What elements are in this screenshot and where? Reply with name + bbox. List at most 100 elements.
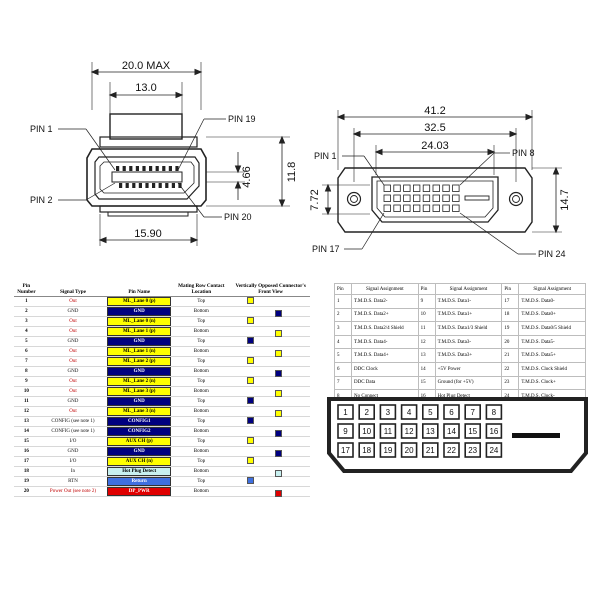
pin-name-cell: ML_Lane 0 (p) [107,296,172,307]
dp-contact [155,166,159,171]
signal-type: Power Out (see note 2) [38,486,108,497]
front-view-cell [231,466,310,477]
dvi-contact [442,194,450,202]
contact-location: Bottom [171,446,232,457]
dp-contact [158,183,162,188]
dvi-signal: T.M.D.S. Data3- [434,334,503,350]
pin-color-swatch [247,337,255,344]
pin-name-cell: ML_Lane 1 (p) [107,326,172,337]
pin-number: 9 [14,376,39,387]
dp-pin2-label: PIN 2 [30,195,53,205]
front-view-cell [231,476,310,487]
dp-contact [125,183,129,188]
contact-location: Bottom [171,426,232,437]
pin-name-cell: AUX CH (n) [107,456,172,467]
dvi-pin-box [400,423,418,439]
contact-location: Top [171,356,232,367]
dvi-contact [422,204,431,212]
dvi-signal: T.M.D.S. Data3+ [434,348,503,363]
pin-name-cell: CONFIG2 [107,426,172,437]
dvi-pin-number-label: 24 [489,446,498,455]
pin-name-cell: Return [107,476,172,487]
pin-color-swatch [247,297,255,304]
dvi-pin-box [443,442,460,458]
pin-color-swatch [247,317,255,324]
dvi-signal: T.M.D.S. Data2/4 Shield [351,321,419,336]
contact-location: Top [171,456,232,467]
dim-body-height: 4.66 [241,166,253,187]
dvi-pin-number-label: 18 [362,446,371,455]
front-view-cell [231,376,310,387]
dvi-contact [452,184,460,192]
dvi-pin-box [379,442,397,458]
dvi-pin8-label: PIN 8 [512,148,535,158]
displayport-drawing: 20.0 MAX 13.0 15.90 4.66 11.8 PIN 1 PIN … [30,60,298,246]
signal-type: GND [38,366,108,377]
dvi-pin-number: 15 [417,375,436,391]
dvi-contact [393,184,401,192]
dvi-pin-number: 12 [417,334,436,350]
pin-name-cell: ML_Lane 1 (n) [107,346,172,357]
dvi-pin-box [422,404,439,420]
pin-color-swatch [275,490,283,497]
dvi-pin-number-label: 22 [447,446,456,455]
dvi-pin-box [443,404,460,420]
dvi-contact [442,204,450,212]
dvi-pin-number: 9 [417,294,436,309]
dvi-pin-number-label: 5 [428,408,433,417]
front-view-cell [231,386,310,397]
dvi-pin-box [485,423,503,439]
contact-location: Top [171,416,232,427]
dvi-contact [422,184,431,192]
dvi-pin-number-label: 19 [383,446,392,455]
dvi-pin-number-label: 3 [386,408,391,417]
pin-number: 18 [14,466,39,477]
dp-contact [165,183,169,188]
dvi-contact [413,194,421,202]
dp-contact [162,166,166,171]
dvi-signal: T.M.D.S. Data1- [434,294,503,309]
dvi-contact [393,194,401,202]
dp-contact [119,183,123,188]
dvi-pin-number: 23 [501,375,520,391]
dvi-pin-number: 18 [501,307,520,323]
header-signal-type: Signal Type [38,282,108,297]
dvi-pin-box [379,404,397,420]
header-signal-assignment: Signal Assignment [518,283,586,295]
dvi-contact [403,184,411,192]
dvi-signal: T.M.D.S. Data0/5 Shield [518,321,586,336]
front-view-cell [231,416,310,427]
pin-name: Hot Plug Detect [107,467,172,476]
contact-location: Bottom [171,386,232,397]
pin-number: 19 [14,476,39,487]
front-view-cell [231,346,310,357]
dim-overall-width: 20.0 MAX [122,60,171,72]
pin-number: 11 [14,396,39,407]
pin-name: GND [107,307,172,316]
pin-name: ML_Lane 3 (p) [107,387,172,396]
dp-contact [145,183,149,188]
header-signal-assignment: Signal Assignment [434,283,503,295]
dvi-pin-box [464,404,481,420]
header-contact-location: Mating Row Contact Location [171,282,232,297]
pin-name-cell: GND [107,446,172,457]
front-view-cell [231,406,310,417]
dvi-pin-box [358,442,376,458]
pin-name-cell: AUX CH (p) [107,436,172,447]
dvi-pin-number-label: 8 [492,408,497,417]
dp-contact [132,183,136,188]
dvi-pin-number-label: 4 [407,408,412,417]
dvi-pin-box [358,404,376,420]
pin-number: 5 [14,336,39,347]
dvi-pin-number: 13 [417,348,436,363]
signal-type: Out [38,296,108,307]
dvi-pin-number-label: 13 [426,427,435,436]
dvi-signal: Ground (for +5V) [434,375,503,391]
